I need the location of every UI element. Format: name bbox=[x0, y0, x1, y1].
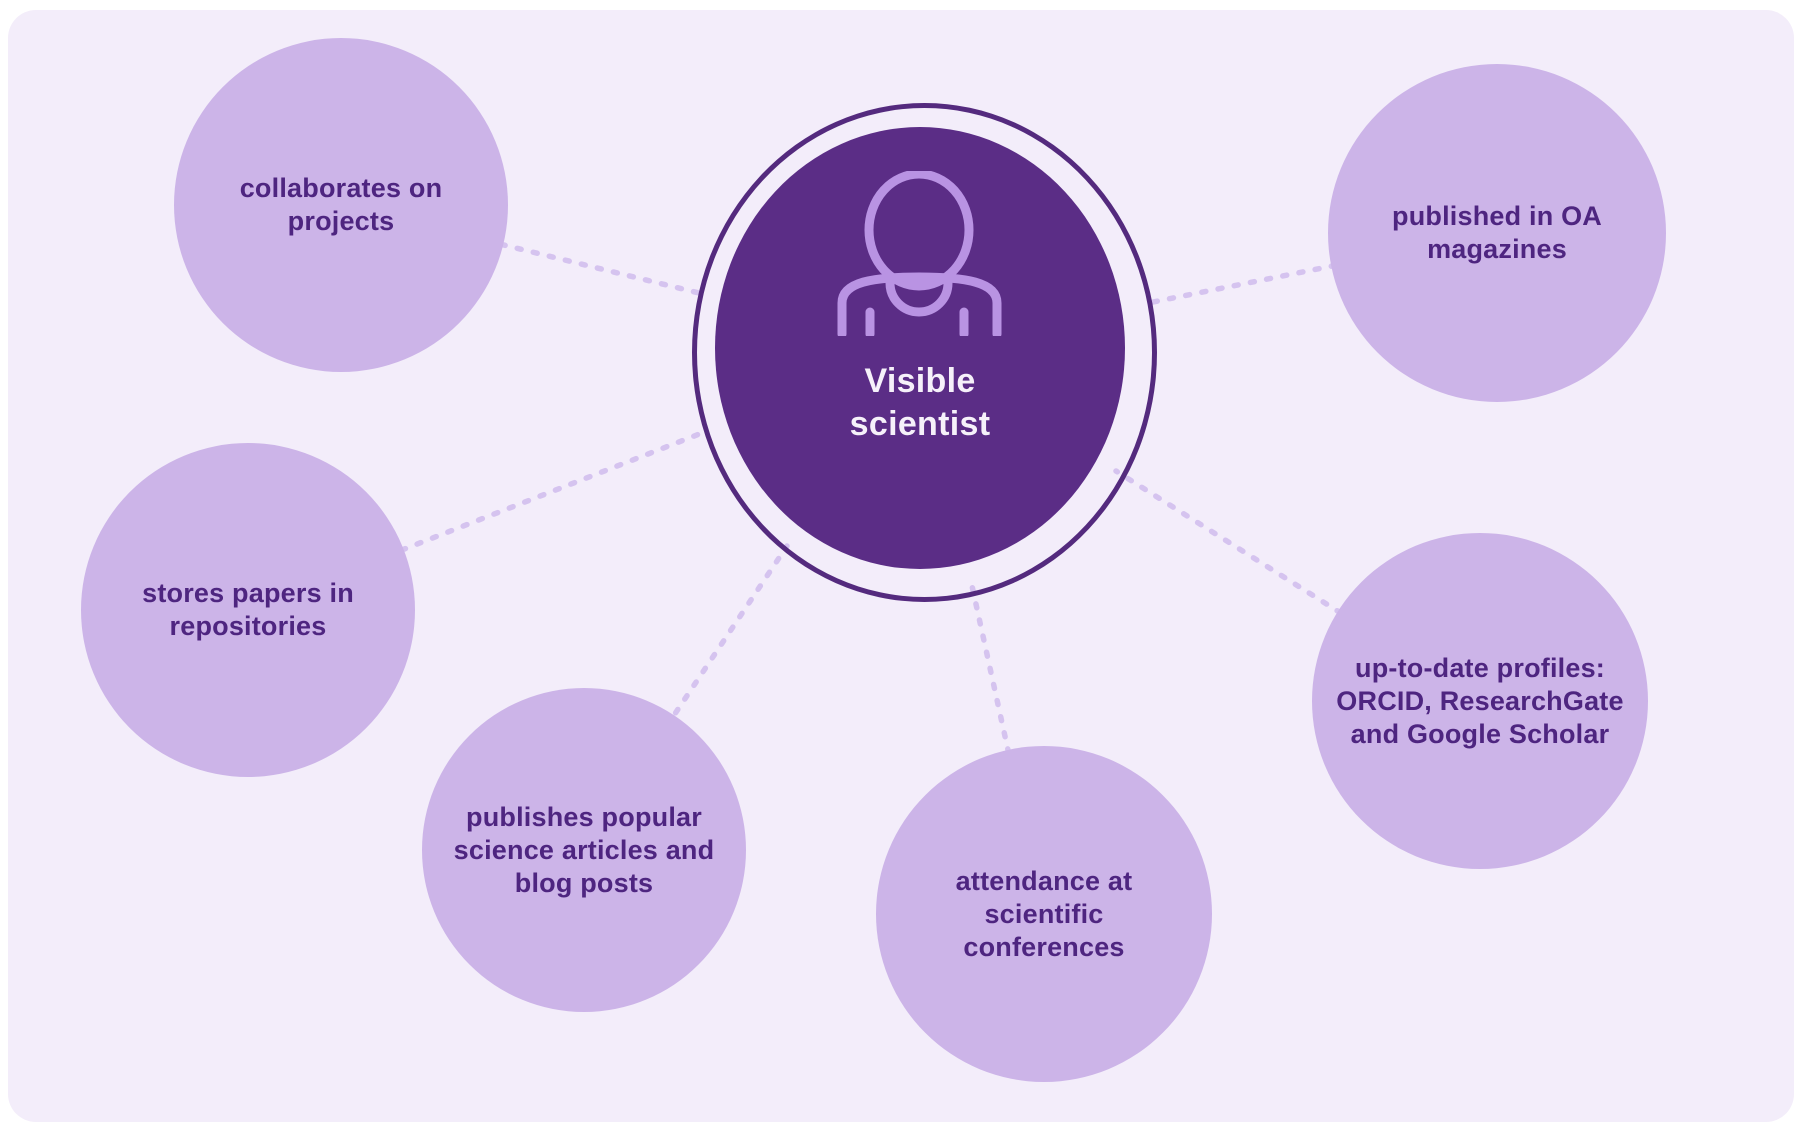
node-publishes-popular-science: publishes popular science articles and b… bbox=[422, 688, 746, 1012]
node-label: collaborates on projects bbox=[239, 173, 443, 236]
node-label: stores papers in repositories bbox=[142, 578, 354, 641]
connector-popular-science bbox=[581, 543, 790, 853]
node-label: published in OA magazines bbox=[1392, 201, 1602, 264]
node-label: up-to-date profiles: ORCID, ResearchGate… bbox=[1336, 652, 1624, 749]
node-stores-papers-in-repositories: stores papers in repositories bbox=[81, 443, 415, 777]
node-label: attendance at scientific conferences bbox=[955, 865, 1133, 962]
connector-oa-magazines bbox=[1140, 230, 1500, 307]
node-attendance-at-conferences: attendance at scientific conferences bbox=[876, 746, 1212, 1082]
node-up-to-date-profiles: up-to-date profiles: ORCID, ResearchGate… bbox=[1312, 533, 1648, 869]
connector-collaborates bbox=[338, 202, 702, 296]
person-icon bbox=[837, 171, 1002, 336]
center-node-label: Visible scientist bbox=[849, 362, 991, 443]
center-outer-ring bbox=[692, 103, 1157, 602]
node-published-in-oa-magazines: published in OA magazines bbox=[1328, 64, 1666, 402]
center-node-visible-scientist: Visible scientist bbox=[715, 127, 1125, 569]
node-label: publishes popular science articles and b… bbox=[453, 801, 715, 898]
node-collaborates-on-projects: collaborates on projects bbox=[174, 38, 508, 372]
